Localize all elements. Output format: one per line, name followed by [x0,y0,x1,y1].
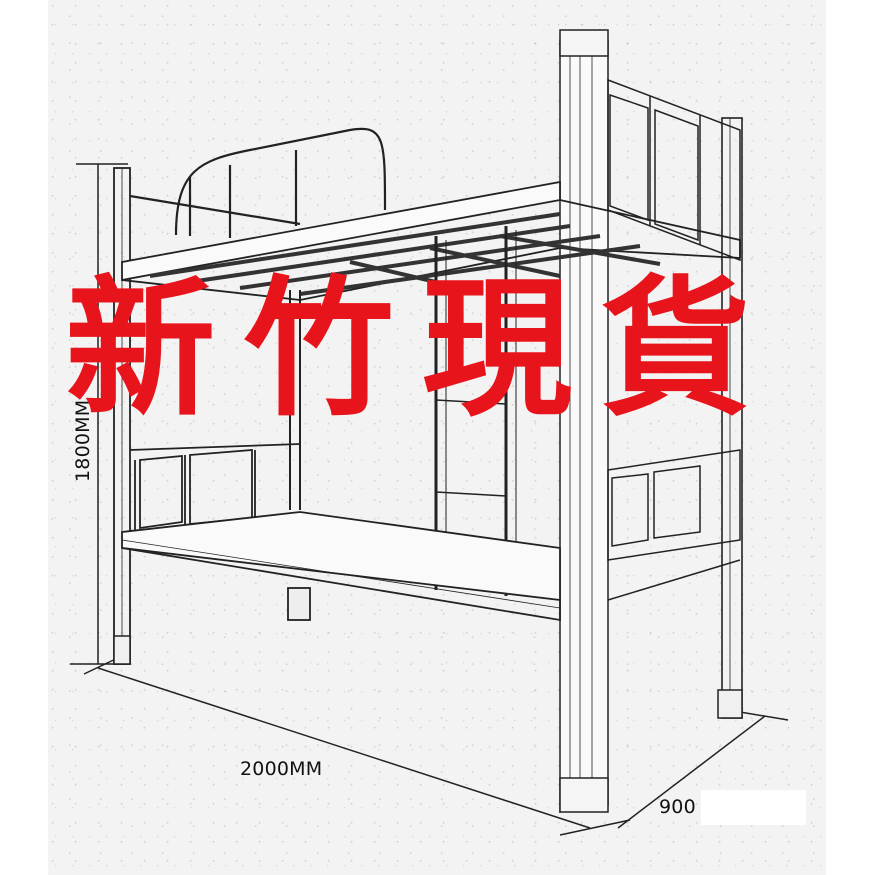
upper-guard-rail [129,127,387,238]
dimension-lines [70,163,789,836]
white-cover-box [701,790,806,825]
overlay-char-3: 現 [422,263,573,437]
overlay-char-2: 竹 [243,263,394,437]
overlay-char-4: 貨 [600,263,751,437]
upper-headboard [607,78,741,262]
lower-rear-rail [129,443,301,530]
red-text-overlay: 新 竹 現 貨 [58,270,758,430]
rear-mid-posts [289,290,301,510]
depth-dimension-label: 900 [659,796,696,818]
left-foot [113,635,131,665]
overlay-char-1: 新 [65,263,216,437]
lower-bed-frame [121,511,561,622]
front-right-post [559,29,609,813]
lower-headboard [607,449,743,719]
length-dimension-label: 2000MM [240,758,323,780]
